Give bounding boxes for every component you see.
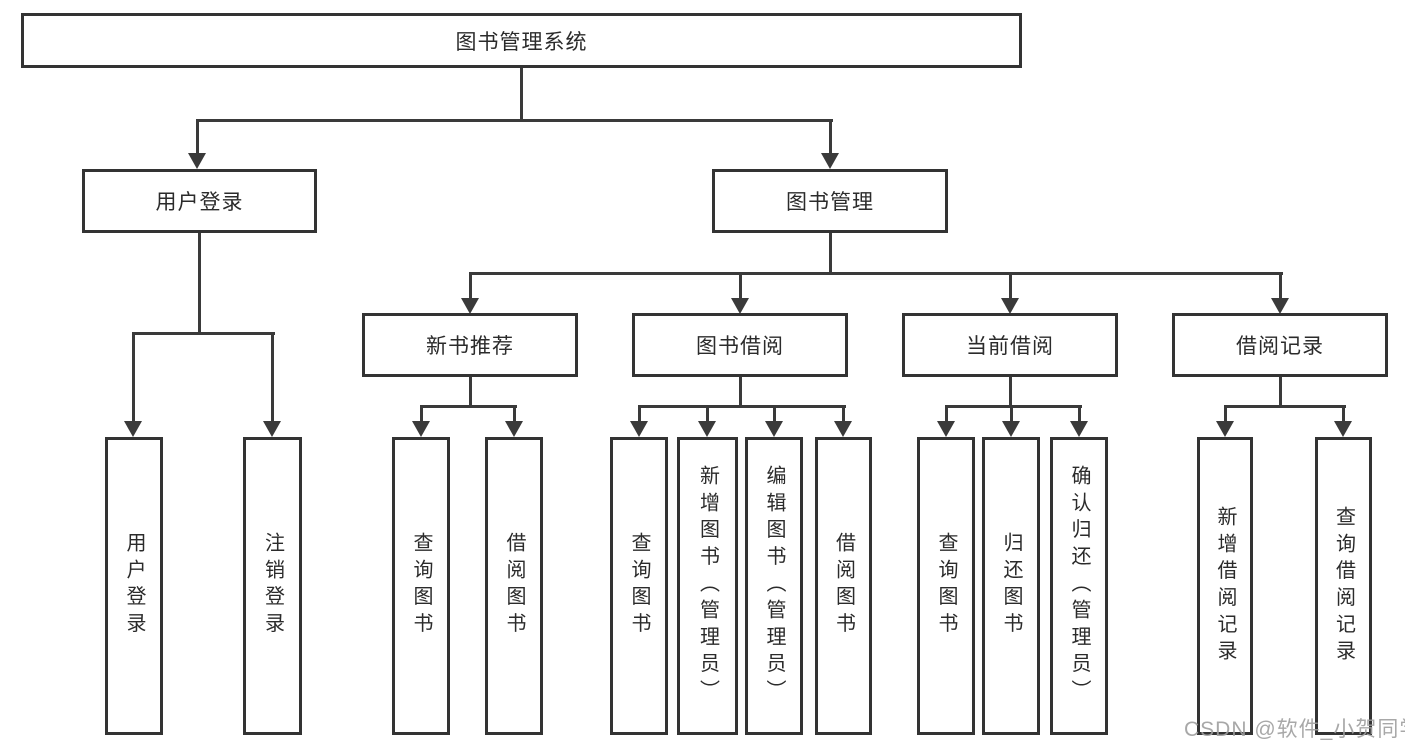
node-leaf-logout: 注销登录 xyxy=(243,437,302,735)
connector-line xyxy=(131,331,275,335)
node-leaf-rec-query: 查询图书 xyxy=(392,437,450,735)
connector-line xyxy=(270,332,274,425)
arrow-down-icon xyxy=(1002,421,1020,437)
arrow-down-icon xyxy=(263,421,281,437)
connector-line xyxy=(828,231,832,275)
connector-line xyxy=(1278,272,1282,302)
connector-line xyxy=(637,405,641,425)
node-leaf-bor-add: 新增图书（管理员） xyxy=(677,437,738,735)
arrow-down-icon xyxy=(765,421,783,437)
arrow-down-icon xyxy=(1216,421,1234,437)
node-leaf-rec-borrow: 借阅图书 xyxy=(485,437,543,735)
node-leaf-cur-return: 归还图书 xyxy=(982,437,1040,735)
csdn-watermark: CSDN @软件_小贺同学 xyxy=(1184,718,1405,741)
connector-line xyxy=(1223,405,1227,425)
connector-line xyxy=(195,118,833,122)
arrow-down-icon xyxy=(834,421,852,437)
arrow-down-icon xyxy=(1271,298,1289,314)
arrow-down-icon xyxy=(1070,421,1088,437)
connector-line xyxy=(944,405,948,425)
arrow-down-icon xyxy=(698,421,716,437)
node-user-login: 用户登录 xyxy=(82,169,317,233)
connector-line xyxy=(1008,272,1012,302)
connector-line xyxy=(841,405,845,425)
arrow-down-icon xyxy=(412,421,430,437)
connector-line xyxy=(419,404,517,408)
connector-line xyxy=(512,405,516,425)
connector-line xyxy=(1341,405,1345,425)
arrow-down-icon xyxy=(937,421,955,437)
node-leaf-user-login: 用户登录 xyxy=(105,437,163,735)
arrow-down-icon xyxy=(124,421,142,437)
connector-line xyxy=(468,271,1283,275)
connector-line xyxy=(419,405,423,425)
node-root: 图书管理系统 xyxy=(21,13,1022,68)
connector-line xyxy=(1223,404,1346,408)
connector-line xyxy=(738,375,742,408)
node-leaf-bor-borrow: 借阅图书 xyxy=(815,437,872,735)
arrow-down-icon xyxy=(731,298,749,314)
connector-line xyxy=(468,375,472,408)
arrow-down-icon xyxy=(188,153,206,169)
connector-line xyxy=(519,66,523,121)
connector-line xyxy=(738,272,742,302)
node-leaf-cur-query: 查询图书 xyxy=(917,437,975,735)
arrow-down-icon xyxy=(630,421,648,437)
arrow-down-icon xyxy=(821,153,839,169)
connector-line xyxy=(1077,405,1081,425)
arrow-down-icon xyxy=(505,421,523,437)
connector-line xyxy=(1008,375,1012,408)
node-leaf-log-add: 新增借阅记录 xyxy=(1197,437,1253,735)
connector-line xyxy=(705,405,709,425)
connector-line xyxy=(1009,405,1013,425)
node-borrow-records: 借阅记录 xyxy=(1172,313,1388,377)
connector-line xyxy=(197,231,201,335)
node-current-borrow: 当前借阅 xyxy=(902,313,1118,377)
node-book-borrow: 图书借阅 xyxy=(632,313,848,377)
arrow-down-icon xyxy=(1334,421,1352,437)
connector-line xyxy=(944,404,1082,408)
arrow-down-icon xyxy=(1001,298,1019,314)
connector-line xyxy=(468,272,472,302)
node-leaf-log-query: 查询借阅记录 xyxy=(1315,437,1372,735)
connector-line xyxy=(637,404,846,408)
node-leaf-bor-query: 查询图书 xyxy=(610,437,668,735)
node-leaf-bor-edit: 编辑图书（管理员） xyxy=(745,437,803,735)
arrow-down-icon xyxy=(461,298,479,314)
node-book-management: 图书管理 xyxy=(712,169,948,233)
connector-line xyxy=(772,405,776,425)
connector-line xyxy=(1278,375,1282,408)
node-new-book-recommend: 新书推荐 xyxy=(362,313,578,377)
connector-line xyxy=(131,332,135,425)
connector-line xyxy=(828,119,832,157)
node-leaf-cur-confirm: 确认归还（管理员） xyxy=(1050,437,1108,735)
connector-line xyxy=(195,119,199,157)
